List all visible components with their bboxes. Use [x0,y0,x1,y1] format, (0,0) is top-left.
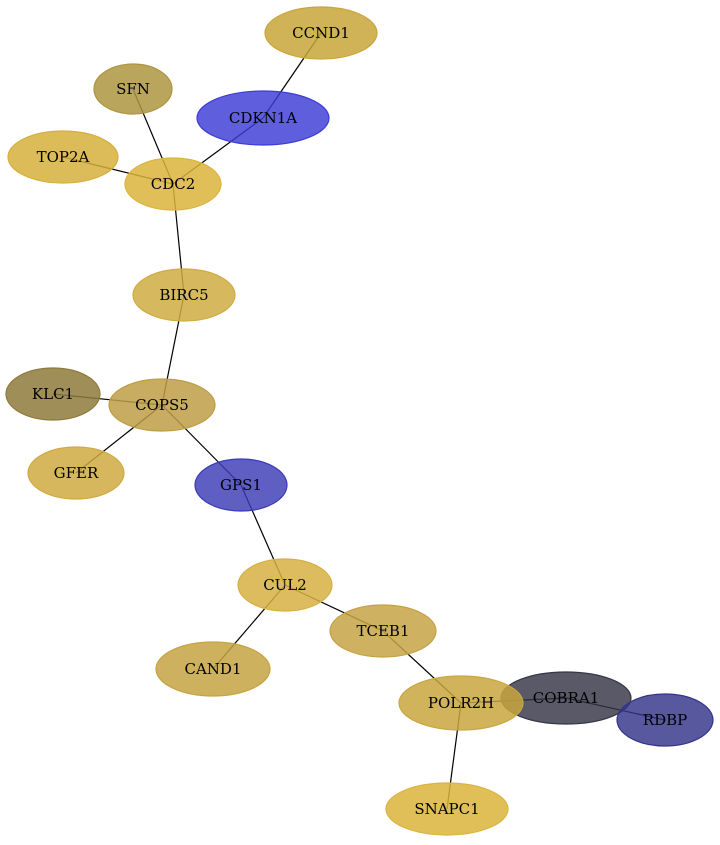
node-cand1[interactable]: CAND1 [155,641,271,697]
node-tceb1[interactable]: TCEB1 [329,604,437,658]
node-label-polr2h: POLR2H [428,694,494,712]
node-birc5[interactable]: BIRC5 [132,268,236,322]
node-shape-ccnd1 [264,6,378,60]
node-shape-cdc2 [124,157,222,211]
node-shape-sfn [93,63,173,115]
node-label-gfer: GFER [54,464,99,482]
node-shape-cdkn1a [196,90,330,146]
node-cdc2[interactable]: CDC2 [124,157,222,211]
node-shape-gfer [27,446,125,500]
node-shape-rdbp [616,693,714,747]
node-label-cand1: CAND1 [184,660,241,678]
node-label-cdc2: CDC2 [151,175,196,193]
node-sfn[interactable]: SFN [93,63,173,115]
node-cdkn1a[interactable]: CDKN1A [196,90,330,146]
node-gps1[interactable]: GPS1 [194,458,288,512]
node-klc1[interactable]: KLC1 [5,367,101,421]
node-shape-top2a [7,130,119,184]
node-label-cobra1: COBRA1 [533,689,599,707]
node-label-snapc1: SNAPC1 [414,800,479,818]
node-label-cdkn1a: CDKN1A [229,109,297,127]
node-shape-gps1 [194,458,288,512]
node-shape-birc5 [132,268,236,322]
node-shape-cops5 [108,378,216,432]
node-label-cops5: COPS5 [135,396,189,414]
node-cops5[interactable]: COPS5 [108,378,216,432]
node-shape-cul2 [237,558,333,612]
node-shape-klc1 [5,367,101,421]
node-snapc1[interactable]: SNAPC1 [385,782,509,836]
node-label-klc1: KLC1 [32,385,74,403]
node-polr2h[interactable]: POLR2H [398,675,524,731]
node-shape-polr2h [398,675,524,731]
node-shape-tceb1 [329,604,437,658]
node-ccnd1[interactable]: CCND1 [264,6,378,60]
node-rdbp[interactable]: RDBP [616,693,714,747]
node-top2a[interactable]: TOP2A [7,130,119,184]
node-gfer[interactable]: GFER [27,446,125,500]
node-label-tceb1: TCEB1 [357,622,410,640]
node-label-cul2: CUL2 [263,576,307,594]
node-label-birc5: BIRC5 [159,286,208,304]
node-shape-snapc1 [385,782,509,836]
node-cobra1[interactable]: COBRA1 [500,671,632,725]
node-label-gps1: GPS1 [220,476,262,494]
node-label-rdbp: RDBP [643,711,687,729]
node-label-ccnd1: CCND1 [292,24,350,42]
node-shape-cand1 [155,641,271,697]
node-label-top2a: TOP2A [37,148,90,166]
node-label-sfn: SFN [116,80,150,98]
node-cul2[interactable]: CUL2 [237,558,333,612]
